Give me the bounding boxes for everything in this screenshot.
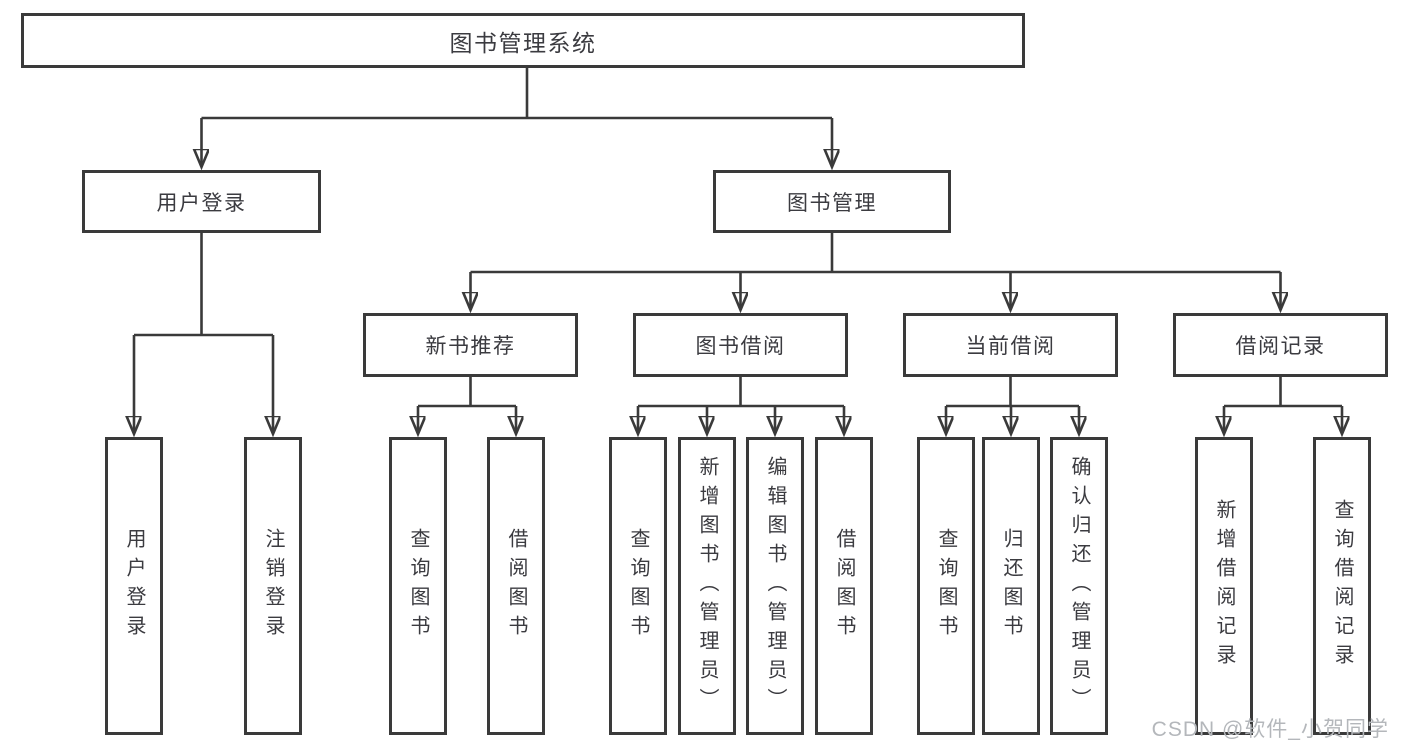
connector-user-login-children <box>134 233 273 432</box>
leaf-records-add-record-label: 新增借阅记录 <box>1213 499 1235 673</box>
leaf-records-query-record: 查询借阅记录 <box>1313 437 1371 735</box>
leaf-borrow-query-books-label: 查询图书 <box>627 528 649 644</box>
leaf-current-return-books-label: 归还图书 <box>1000 528 1022 644</box>
csdn-watermark: CSDN @软件_小贺同学 <box>1151 718 1389 741</box>
leaf-borrow-add-books-admin-label: 新增图书（管理员） <box>696 455 718 717</box>
node-borrow-records-label: 借阅记录 <box>1235 335 1326 358</box>
leaf-current-query-books-label: 查询图书 <box>935 528 957 644</box>
leaf-records-query-record-label: 查询借阅记录 <box>1331 499 1353 673</box>
node-book-management: 图书管理 <box>713 170 951 233</box>
leaf-current-query-books: 查询图书 <box>917 437 975 735</box>
node-root: 图书管理系统 <box>21 13 1025 68</box>
leaf-newrec-query-books-label: 查询图书 <box>407 528 429 644</box>
leaf-user-login: 用户登录 <box>105 437 163 735</box>
node-book-management-label: 图书管理 <box>787 191 877 215</box>
leaf-logout: 注销登录 <box>244 437 302 735</box>
leaf-borrow-add-books-admin: 新增图书（管理员） <box>678 437 736 735</box>
leaf-borrow-edit-books-admin-label: 编辑图书（管理员） <box>764 455 786 717</box>
connector-new-book-rec-children <box>418 377 516 432</box>
node-book-borrow: 图书借阅 <box>633 313 848 377</box>
node-user-login: 用户登录 <box>82 170 321 233</box>
leaf-records-add-record: 新增借阅记录 <box>1195 437 1253 735</box>
node-book-borrow-label: 图书借阅 <box>695 335 786 358</box>
node-current-borrow-label: 当前借阅 <box>965 335 1056 358</box>
leaf-borrow-borrow-books: 借阅图书 <box>815 437 873 735</box>
leaf-current-confirm-return-admin: 确认归还（管理员） <box>1050 437 1108 735</box>
leaf-logout-label: 注销登录 <box>262 528 284 644</box>
leaf-borrow-query-books: 查询图书 <box>609 437 667 735</box>
node-current-borrow: 当前借阅 <box>903 313 1118 377</box>
connector-book-borrow-children <box>638 377 844 432</box>
leaf-newrec-borrow-books: 借阅图书 <box>487 437 545 735</box>
node-user-login-label: 用户登录 <box>156 191 247 215</box>
connector-book-mgmt-children <box>471 233 1281 308</box>
connector-root-to-level1 <box>202 68 833 165</box>
node-root-label: 图书管理系统 <box>449 29 597 56</box>
leaf-borrow-edit-books-admin: 编辑图书（管理员） <box>746 437 804 735</box>
leaf-newrec-borrow-books-label: 借阅图书 <box>505 528 527 644</box>
node-new-book-recommend-label: 新书推荐 <box>425 335 516 358</box>
leaf-newrec-query-books: 查询图书 <box>389 437 447 735</box>
connector-borrow-records-children <box>1224 377 1342 432</box>
leaf-borrow-borrow-books-label: 借阅图书 <box>833 528 855 644</box>
node-borrow-records: 借阅记录 <box>1173 313 1388 377</box>
leaf-current-return-books: 归还图书 <box>982 437 1040 735</box>
node-new-book-recommend: 新书推荐 <box>363 313 578 377</box>
leaf-user-login-label: 用户登录 <box>123 528 145 644</box>
connector-current-borrow-children <box>946 377 1079 432</box>
leaf-current-confirm-return-admin-label: 确认归还（管理员） <box>1068 455 1090 717</box>
